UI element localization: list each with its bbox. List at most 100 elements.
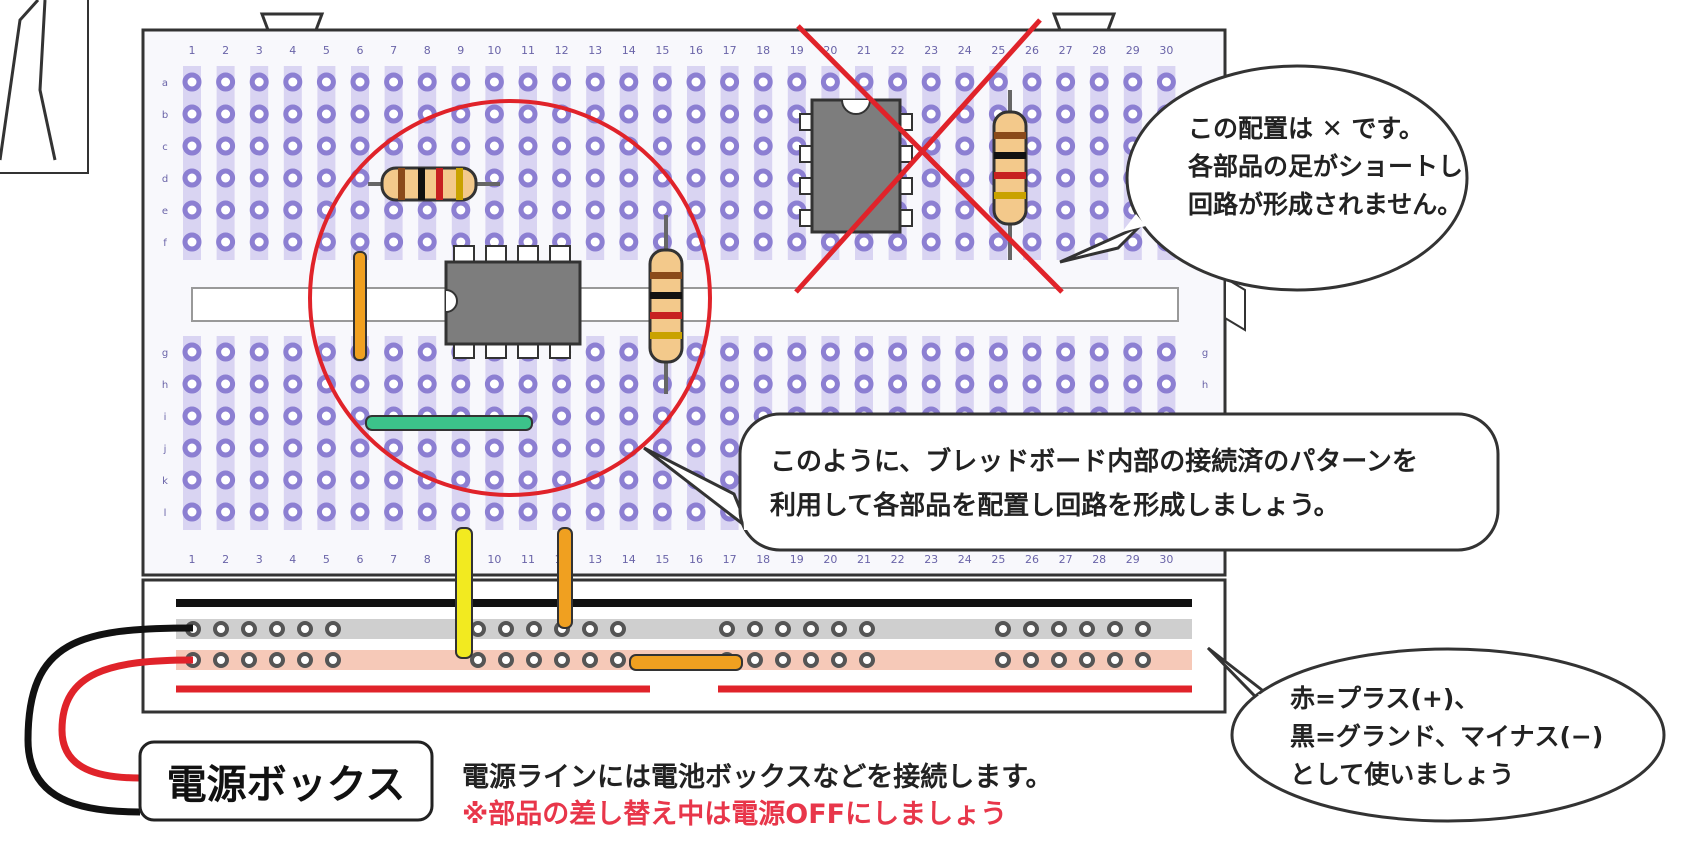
breadboard-hole xyxy=(518,104,538,124)
breadboard-hole xyxy=(955,136,975,156)
breadboard-hole xyxy=(316,470,336,490)
rail-hole-red xyxy=(859,652,875,668)
breadboard-hole xyxy=(518,72,538,92)
breadboard-hole xyxy=(988,232,1008,252)
column-number: 27 xyxy=(1059,553,1073,566)
rail-hole-black xyxy=(747,621,763,637)
column-number: 24 xyxy=(958,44,972,57)
breadboard-hole xyxy=(955,72,975,92)
rail-hole-red xyxy=(1107,652,1123,668)
breadboard-hole xyxy=(1056,168,1076,188)
row-letter: h xyxy=(162,380,168,391)
breadboard-hole xyxy=(720,104,740,124)
breadboard-hole xyxy=(686,168,706,188)
column-stripe xyxy=(418,336,437,530)
breadboard-hole xyxy=(753,72,773,92)
rail-hole-red xyxy=(325,652,341,668)
rail-hole-red xyxy=(1023,652,1039,668)
breadboard-hole xyxy=(384,374,404,394)
breadboard-hole xyxy=(686,104,706,124)
breadboard-hole xyxy=(283,374,303,394)
breadboard-hole xyxy=(249,470,269,490)
breadboard-hole xyxy=(720,136,740,156)
breadboard-hole xyxy=(518,374,538,394)
breadboard-hole xyxy=(1056,104,1076,124)
column-number: 21 xyxy=(857,44,871,57)
breadboard-hole xyxy=(585,342,605,362)
breadboard-hole xyxy=(888,232,908,252)
column-number: 19 xyxy=(790,44,804,57)
board-tab xyxy=(259,12,325,32)
power-wire-red xyxy=(58,656,194,782)
breadboard-hole xyxy=(1056,136,1076,156)
breadboard-hole xyxy=(720,470,740,490)
column-stripe xyxy=(485,336,504,530)
rail-hole-black xyxy=(1107,621,1123,637)
breadboard-hole xyxy=(182,232,202,252)
breadboard-hole xyxy=(316,168,336,188)
breadboard-hole xyxy=(249,72,269,92)
breadboard-hole xyxy=(585,136,605,156)
breadboard-hole xyxy=(552,502,572,522)
breadboard-hole xyxy=(316,136,336,156)
column-stripe xyxy=(552,336,571,530)
breadboard-hole xyxy=(417,136,437,156)
breadboard-hole xyxy=(451,72,471,92)
breadboard-hole xyxy=(316,438,336,458)
breadboard-hole xyxy=(552,438,572,458)
breadboard-hole xyxy=(720,374,740,394)
column-stripe xyxy=(216,336,235,530)
breadboard-hole xyxy=(283,342,303,362)
rail-hole-black xyxy=(1079,621,1095,637)
breadboard-hole xyxy=(619,104,639,124)
rail-hole-black xyxy=(995,621,1011,637)
breadboard-hole xyxy=(283,72,303,92)
resistor-horizontal xyxy=(368,166,500,202)
breadboard-hole xyxy=(585,502,605,522)
column-number: 10 xyxy=(487,553,501,566)
column-number: 22 xyxy=(891,44,905,57)
column-stripe xyxy=(384,66,403,260)
row-letter: k xyxy=(162,476,168,487)
column-number: 13 xyxy=(588,44,602,57)
column-number: 29 xyxy=(1126,553,1140,566)
breadboard-hole xyxy=(417,342,437,362)
breadboard-hole xyxy=(921,232,941,252)
column-number: 26 xyxy=(1025,44,1039,57)
row-letter: l xyxy=(164,508,167,519)
rail-hole-red xyxy=(1051,652,1067,668)
breadboard-hole xyxy=(787,232,807,252)
breadboard-hole xyxy=(619,72,639,92)
breadboard-hole xyxy=(585,72,605,92)
breadboard-hole xyxy=(484,374,504,394)
breadboard-hole xyxy=(451,502,471,522)
rail-hole-red xyxy=(1135,652,1151,668)
breadboard-hole xyxy=(686,502,706,522)
breadboard-hole xyxy=(484,104,504,124)
wrong-x-mark-icon xyxy=(794,18,1064,294)
breadboard-hole xyxy=(652,200,672,220)
column-number: 16 xyxy=(689,44,703,57)
breadboard-hole xyxy=(955,232,975,252)
breadboard-hole xyxy=(283,168,303,188)
center-channel xyxy=(191,287,1179,322)
rail-hole-red xyxy=(1079,652,1095,668)
rail-hole-black xyxy=(470,621,486,637)
rail-hole-black xyxy=(325,621,341,637)
ic-chip xyxy=(444,245,582,359)
column-stripe xyxy=(485,66,504,260)
column-number: 30 xyxy=(1159,553,1173,566)
breadboard-hole xyxy=(216,342,236,362)
column-stripe xyxy=(754,66,773,260)
breadboard-hole xyxy=(484,470,504,490)
breadboard-hole xyxy=(619,232,639,252)
breadboard-hole xyxy=(249,438,269,458)
power-off-warning: ※部品の差し替え中は電源OFFにしましょう xyxy=(462,799,1008,830)
callout-bubble-wrong xyxy=(1059,64,1469,292)
breadboard-hole xyxy=(1022,342,1042,362)
breadboard-hole xyxy=(182,136,202,156)
column-stripe xyxy=(418,66,437,260)
breadboard-hole xyxy=(753,374,773,394)
breadboard-hole xyxy=(417,438,437,458)
column-number: 12 xyxy=(555,44,569,57)
